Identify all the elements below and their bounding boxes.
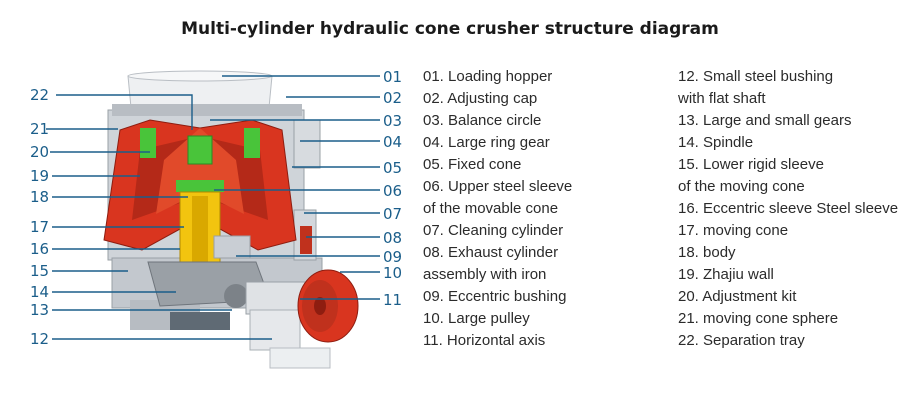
callout-04: 04 xyxy=(383,133,402,151)
callout-03: 03 xyxy=(383,112,402,130)
callout-10: 10 xyxy=(383,264,402,282)
callout-15: 15 xyxy=(30,262,49,280)
legend-item-22: 22. Separation tray xyxy=(678,332,805,349)
legend-item-21: 21. moving cone sphere xyxy=(678,310,839,327)
legend-item-12: 12. Small steel bushing with flat shaft xyxy=(678,68,834,107)
callout-17: 17 xyxy=(30,218,49,236)
legend-item-08: 08. Exhaust cylinder assembly with iron xyxy=(423,244,559,283)
crusher-body-drawing xyxy=(103,70,359,369)
crusher-illustration: 01 02 03 04 05 06 07 08 09 10 11 12 13 1… xyxy=(30,68,402,369)
legend-item-06: 06. Upper steel sleeve of the movable co… xyxy=(423,178,573,217)
legend-item-02: 02. Adjusting cap xyxy=(423,90,538,107)
callout-07: 07 xyxy=(383,205,402,223)
callout-13: 13 xyxy=(30,301,49,319)
callout-22: 22 xyxy=(30,86,49,104)
legend-item-07: 07. Cleaning cylinder xyxy=(423,222,564,239)
legend-item-09: 09. Eccentric bushing xyxy=(423,288,567,305)
legend-item-17: 17. moving cone xyxy=(678,222,789,239)
leader-lines xyxy=(46,75,380,340)
legend-item-03: 03. Balance circle xyxy=(423,112,542,129)
legend-item-16: 16. Eccentric sleeve Steel sleeve xyxy=(678,200,899,217)
diagram-title: Multi-cylinder hydraulic cone crusher st… xyxy=(181,19,719,39)
callout-12: 12 xyxy=(30,330,49,348)
callout-18: 18 xyxy=(30,188,49,206)
callout-21: 21 xyxy=(30,120,49,138)
legend-item-05: 05. Fixed cone xyxy=(423,156,522,173)
callout-16: 16 xyxy=(30,240,49,258)
callout-05: 05 xyxy=(383,159,402,177)
callout-14: 14 xyxy=(30,283,49,301)
legend-item-18: 18. body xyxy=(678,244,736,261)
legend-item-13: 13. Large and small gears xyxy=(678,112,852,129)
callout-09: 09 xyxy=(383,248,402,266)
legend-item-15: 15. Lower rigid sleeve of the moving con… xyxy=(678,156,824,195)
legend-item-04: 04. Large ring gear xyxy=(423,134,550,151)
legend-right-column: 12. Small steel bushing with flat shaft … xyxy=(678,66,900,352)
legend-item-14: 14. Spindle xyxy=(678,134,754,151)
callout-06: 06 xyxy=(383,182,402,200)
callout-08: 08 xyxy=(383,229,402,247)
callout-20: 20 xyxy=(30,143,49,161)
legend-item-20: 20. Adjustment kit xyxy=(678,288,797,305)
callout-11: 11 xyxy=(383,291,402,309)
legend-item-01: 01. Loading hopper xyxy=(423,68,553,85)
callout-01: 01 xyxy=(383,68,402,86)
legend-item-10: 10. Large pulley xyxy=(423,310,530,327)
legend-item-11: 11. Horizontal axis xyxy=(423,332,546,349)
legend-left-column: 01. Loading hopper 02. Adjusting cap 03.… xyxy=(423,66,663,352)
callout-02: 02 xyxy=(383,89,402,107)
callout-19: 19 xyxy=(30,167,49,185)
legend-item-19: 19. Zhajiu wall xyxy=(678,266,774,283)
